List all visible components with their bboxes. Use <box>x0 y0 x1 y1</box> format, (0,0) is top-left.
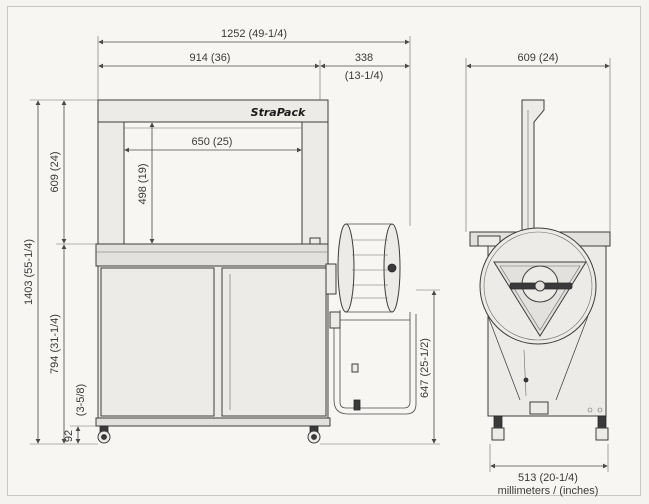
dim-machine-width: 914 (36) <box>190 52 231 64</box>
dim-table-height: 794 (31-1/4) <box>49 314 61 374</box>
dim-reel-extension: 338 <box>355 52 373 64</box>
dim-arch-inner-height: 498 (19) <box>137 164 149 205</box>
dim-arch-inner-width: 650 (25) <box>192 136 233 148</box>
dim-side-top-width: 609 (24) <box>518 52 559 64</box>
side-arch-post <box>521 99 545 233</box>
front-view <box>95 99 337 444</box>
dim-arch-height: 609 (24) <box>49 152 61 193</box>
table-top <box>95 243 329 267</box>
cabinet-door <box>221 267 327 417</box>
arch-right-column <box>301 121 329 245</box>
arch-top <box>97 99 329 123</box>
cabinet-base <box>95 417 331 427</box>
strap-reel-assembly <box>329 223 417 415</box>
brand-logo: StraPack <box>251 106 306 119</box>
front-right-caster <box>307 425 321 444</box>
dimension-lines <box>30 36 611 472</box>
dim-caster-height: 92 <box>63 430 75 442</box>
dim-overall-height: 1403 (55-1/4) <box>23 239 35 305</box>
dim-overall-width: 1252 (49-1/4) <box>221 28 287 40</box>
side-view <box>469 99 611 441</box>
dim-side-base-width: 513 (20-1/4) <box>518 472 578 484</box>
dim-reel-extension-inches: (13-1/4) <box>345 70 384 82</box>
dim-caster-offset: (3-5/8) <box>75 384 87 416</box>
front-left-caster <box>97 425 111 444</box>
arch-left-column <box>97 121 125 245</box>
units-note: millimeters / (inches) <box>498 485 599 497</box>
dim-reel-height: 647 (25-1/2) <box>419 338 431 398</box>
